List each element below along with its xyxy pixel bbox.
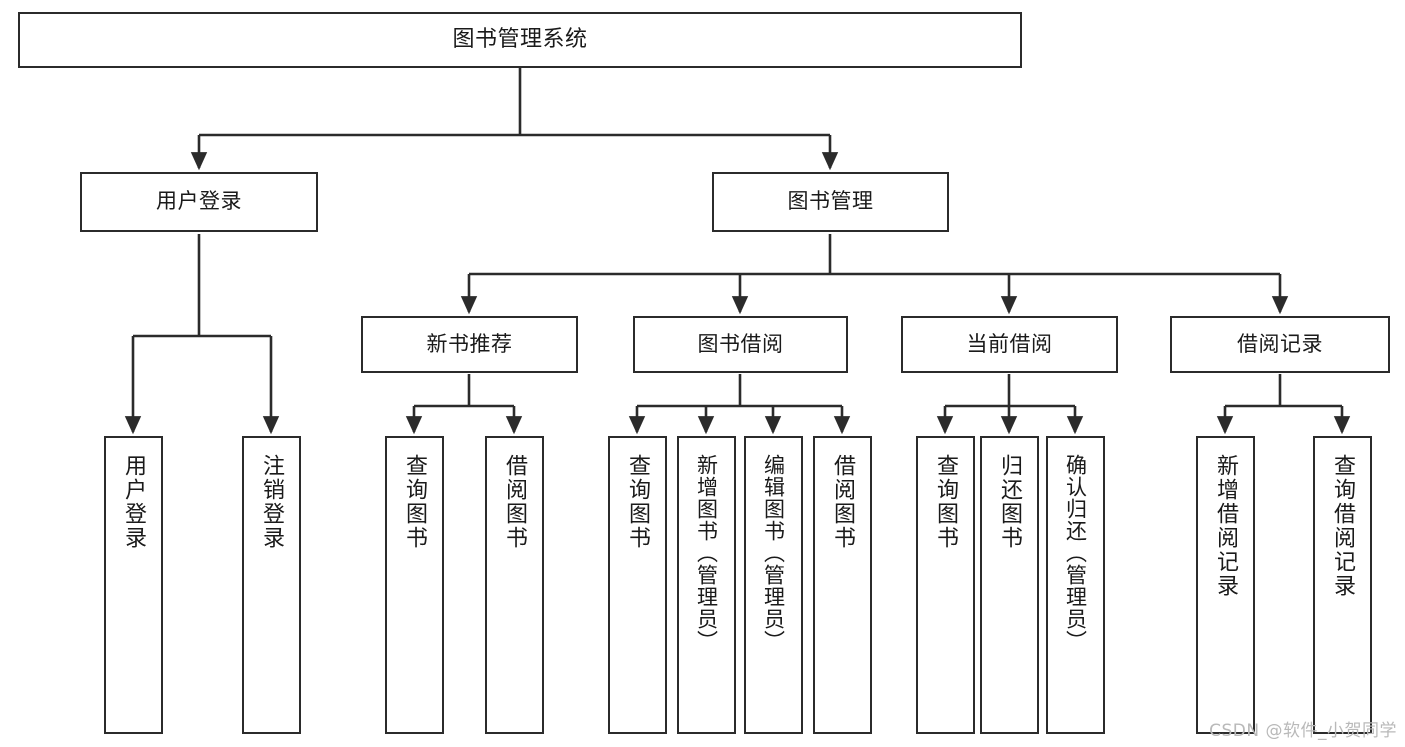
node-new-book-recommend[interactable]: 新书推荐 — [361, 316, 578, 373]
node-label: 确认归还（管理员） — [1063, 454, 1088, 652]
node-label: 查询借阅记录 — [1330, 454, 1356, 598]
leaf-record-query-borrow-record[interactable]: 查询借阅记录 — [1313, 436, 1372, 734]
node-label: 新增图书（管理员） — [694, 454, 719, 652]
node-user-login[interactable]: 用户登录 — [80, 172, 318, 232]
leaf-current-query-book[interactable]: 查询图书 — [916, 436, 975, 734]
leaf-borrow-add-book-admin[interactable]: 新增图书（管理员） — [677, 436, 736, 734]
node-label: 注销登录 — [259, 454, 285, 550]
node-label: 借阅图书 — [502, 454, 528, 550]
node-label: 借阅记录 — [1237, 331, 1323, 356]
node-label: 用户登录 — [156, 189, 242, 214]
node-label: 图书借阅 — [697, 331, 784, 356]
node-label: 新书推荐 — [426, 331, 513, 356]
node-book-management[interactable]: 图书管理 — [712, 172, 949, 232]
leaf-record-add-borrow-record[interactable]: 新增借阅记录 — [1196, 436, 1255, 734]
node-root-book-management-system[interactable]: 图书管理系统 — [18, 12, 1022, 68]
leaf-new-book-borrow-book[interactable]: 借阅图书 — [485, 436, 544, 734]
node-current-borrow[interactable]: 当前借阅 — [901, 316, 1118, 373]
node-label: 查询图书 — [625, 454, 651, 550]
leaf-new-book-query-book[interactable]: 查询图书 — [385, 436, 444, 734]
node-book-borrow[interactable]: 图书借阅 — [633, 316, 848, 373]
leaf-borrow-borrow-book[interactable]: 借阅图书 — [813, 436, 872, 734]
node-label: 查询图书 — [933, 454, 959, 550]
leaf-current-confirm-return-admin[interactable]: 确认归还（管理员） — [1046, 436, 1105, 734]
node-label: 图书管理系统 — [452, 26, 588, 52]
node-label: 图书管理 — [787, 189, 874, 214]
node-label: 归还图书 — [997, 454, 1023, 550]
leaf-user-login-login[interactable]: 用户登录 — [104, 436, 163, 734]
leaf-user-login-logout[interactable]: 注销登录 — [242, 436, 301, 734]
node-label: 编辑图书（管理员） — [761, 454, 786, 652]
node-label: 用户登录 — [121, 454, 147, 550]
node-borrow-record[interactable]: 借阅记录 — [1170, 316, 1390, 373]
leaf-current-return-book[interactable]: 归还图书 — [980, 436, 1039, 734]
leaf-borrow-edit-book-admin[interactable]: 编辑图书（管理员） — [744, 436, 803, 734]
node-label: 查询图书 — [402, 454, 428, 550]
node-label: 新增借阅记录 — [1213, 454, 1239, 598]
node-label: 当前借阅 — [966, 331, 1053, 356]
node-label: 借阅图书 — [830, 454, 856, 550]
leaf-borrow-query-book[interactable]: 查询图书 — [608, 436, 667, 734]
csdn-watermark: CSDN @软件_小贺同学 — [1209, 721, 1397, 741]
